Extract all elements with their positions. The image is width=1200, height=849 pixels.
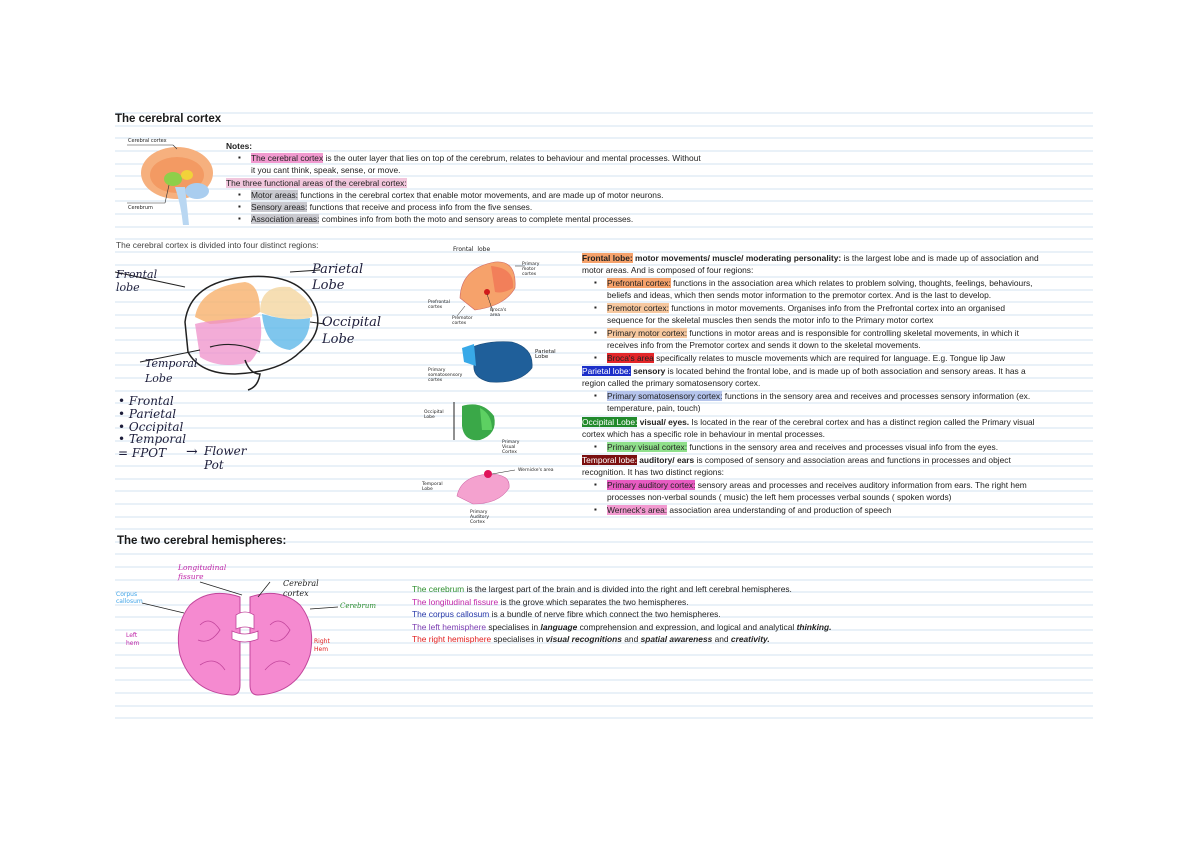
somatosensory-note: Primary somatosensory cortex: functions … (594, 390, 1030, 402)
label-temporal-lobe-small: Temporal Lobe (422, 482, 443, 492)
label-left-hem: Left hem (126, 632, 140, 647)
hand-list-item: • Occipital (118, 419, 184, 434)
prefrontal-note-cont: beliefs and ideas, which then sends moto… (607, 290, 992, 300)
label-cerebrum: Cerebrum (128, 205, 153, 211)
note-motor-areas: Motor areas: functions in the cerebral c… (238, 189, 663, 201)
frontal-lobe-sketch (456, 261, 525, 317)
sketch-label-parietal: Parietal Lobe (312, 262, 364, 293)
arrow-icon: → (186, 444, 198, 460)
hemispheres-sketch (141, 581, 339, 696)
hand-fpot: = FPOT (118, 446, 167, 460)
four-lobes-sketch (114, 269, 326, 391)
label-cerebral-cortex-hem: Cerebral cortex (283, 579, 319, 598)
sketch-label-occipital: Occipital Lobe (322, 315, 381, 347)
label-prefrontal-cortex: Prefrontal cortex (428, 300, 450, 310)
label-parietal-lobe-small: Parietal Lobe (535, 349, 556, 360)
primary-visual-note: Primary visual cortex: functions in the … (594, 441, 998, 453)
hemi-note-cerebrum: The cerebrum is the largest part of the … (412, 584, 792, 594)
hand-list-item: • Parietal (118, 406, 177, 421)
label-corpus-callosum: Corpus callosum (116, 591, 143, 605)
note-cerebral-cortex: The cerebral cortex is the outer layer t… (238, 152, 701, 164)
label-primary-motor-cortex: Primary motor cortex (522, 262, 540, 277)
hand-flowerpot: Flower Pot (204, 444, 247, 472)
frontal-lobe-note-cont: motor areas. And is composed of four reg… (582, 265, 754, 275)
hemi-note-corpus: The corpus callosum is a bundle of nerve… (412, 609, 721, 619)
label-premotor-cortex: Premotor cortex (452, 316, 473, 326)
label-brocas-area: Broca's area (490, 308, 507, 318)
primary-auditory-note: Primary auditory cortex: sensory areas a… (594, 479, 1027, 491)
parietal-lobe-note-cont: region called the primary somatosensory … (582, 378, 761, 388)
primary-motor-note: Primary motor cortex: functions in motor… (594, 327, 1019, 339)
temporal-lobe-sketch (456, 469, 516, 505)
brocas-note: Broca's area specifically relates to mus… (594, 352, 1005, 364)
temporal-lobe-note: Temporal lobe: auditory/ ears is compose… (582, 455, 1011, 465)
hemi-note-right: The right hemisphere specialises in visu… (412, 634, 770, 644)
hand-list-item: • Temporal (118, 432, 187, 447)
note-association-areas: Association areas: combines info from bo… (238, 213, 633, 225)
three-areas-heading: The three functional areas of the cerebr… (226, 178, 407, 188)
label-right-hem: Right Hem (314, 638, 330, 653)
occipital-lobe-sketch (453, 402, 495, 441)
section-title-cerebral-cortex: The cerebral cortex (115, 113, 222, 125)
note-sensory-areas: Sensory areas: functions that receive an… (238, 201, 532, 213)
label-cerebrum-hem: Cerebrum (340, 602, 376, 610)
parietal-lobe-sketch (462, 341, 533, 383)
sketch-label-temporal: Temporal Lobe (145, 357, 198, 385)
hemi-note-left: The left hemisphere specialises in langu… (412, 622, 832, 632)
section-title-hemispheres: The two cerebral hemispheres: (117, 535, 287, 547)
occipital-lobe-note: Occipital Lobe: visual/ eyes. Is located… (582, 417, 1035, 427)
wernickes-note: Werneck's area: association area underst… (594, 504, 891, 516)
cerebral-cortex-illustration (127, 144, 213, 225)
label-wernickes-area: Wernicke's area (518, 468, 554, 473)
label-frontal-lobe-small: Frontal lobe (453, 246, 491, 253)
somatosensory-note-cont: temperature, pain, touch) (607, 403, 701, 413)
label-primary-auditory-cortex: Primary Auditory Cortex (470, 510, 490, 525)
primary-auditory-note-cont: processes non-verbal sounds ( music) the… (607, 492, 952, 502)
label-primary-visual-cortex: Primary Visual Cortex (502, 440, 520, 455)
occipital-lobe-note-cont: cortex which has a specific role in beha… (582, 429, 825, 439)
hemi-note-longitudinal: The longitudinal fissure is the grove wh… (412, 597, 689, 607)
temporal-lobe-note-cont: recognition. It has two distinct regions… (582, 467, 724, 477)
hand-list: • Frontal • Parietal • Occipital • Tempo… (118, 395, 186, 446)
premotor-note: Premotor cortex: functions in motor move… (594, 302, 1005, 314)
primary-motor-note-cont: receives info from the Premotor cortex a… (607, 340, 921, 350)
note-cerebral-cortex-cont: it you cant think, speak, sense, or move… (251, 165, 401, 175)
parietal-lobe-note: Parietal lobe: sensory is located behind… (582, 366, 1026, 376)
sketch-label-frontal: Frontal lobe (116, 268, 158, 294)
label-longitudinal-fissure: Longitudinal fissure (178, 563, 227, 581)
notes-heading: Notes: (226, 141, 253, 151)
label-occipital-lobe-small: Occipital Lobe (424, 410, 444, 420)
regions-intro: The cerebral cortex is divided into four… (116, 240, 319, 250)
frontal-lobe-note: Frontal lobe: motor movements/ muscle/ m… (582, 253, 1039, 263)
premotor-note-cont: sequence for the skeletal muscles then s… (607, 315, 934, 325)
prefrontal-note: Prefrontal cortex: functions in the asso… (594, 277, 1033, 289)
label-primary-somatosensory: Primary somatosensory cortex (428, 368, 463, 383)
hand-list-item: • Frontal (118, 394, 174, 408)
label-cerebral-cortex: Cerebral cortex (128, 138, 167, 144)
